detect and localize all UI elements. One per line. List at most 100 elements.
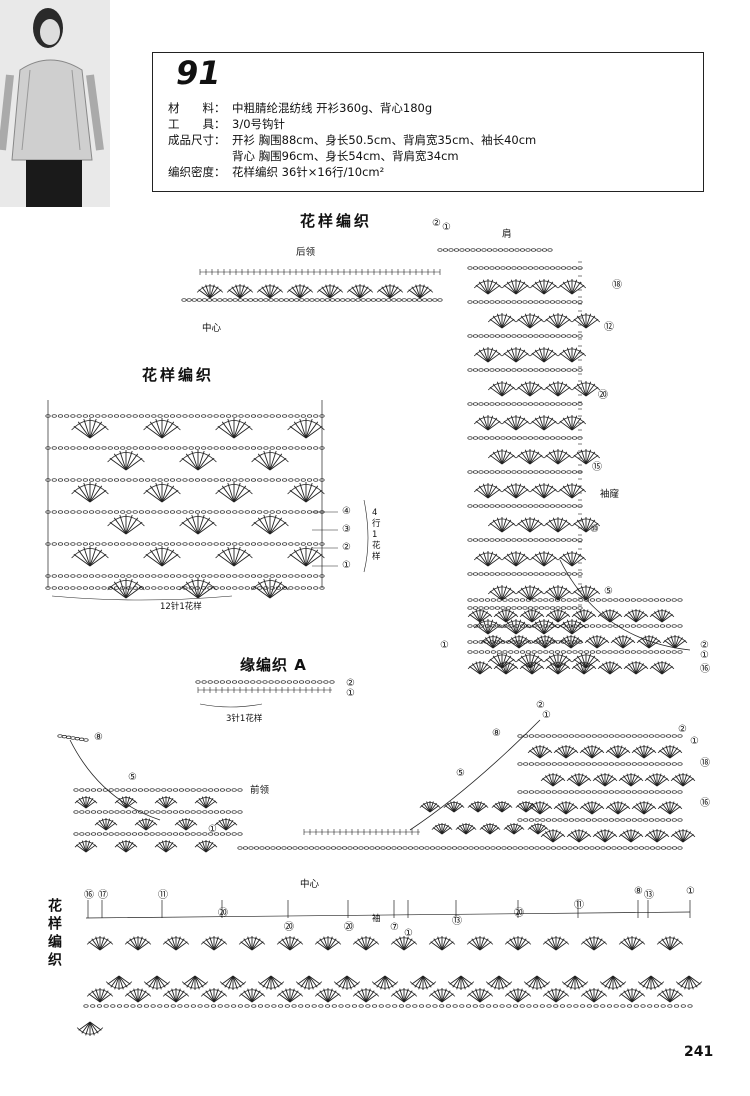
chain-stitch [120, 810, 126, 814]
shell-stitch [466, 936, 494, 951]
shell-stitch [523, 975, 551, 990]
chain-stitch [549, 504, 556, 508]
chain-stitch [578, 598, 584, 602]
front-center-label: 中心 [300, 879, 320, 890]
shell-stitch [162, 988, 190, 1003]
shell-stitch [466, 988, 494, 1003]
chain-stitch [484, 598, 491, 602]
chain-stitch [677, 650, 683, 654]
chain-stitch [666, 734, 672, 738]
chain-stitch [176, 510, 182, 514]
chain-stitch [237, 846, 243, 850]
chain-stitch [274, 680, 280, 684]
chain-stitch [511, 436, 517, 440]
chain-stitch [549, 266, 556, 270]
chain-stitch [472, 538, 479, 542]
chain-stitch [660, 818, 666, 822]
chain-stitch [145, 542, 151, 546]
chain-stitch [338, 1004, 344, 1008]
shell-stitch [543, 517, 573, 533]
chain-stitch [219, 510, 225, 514]
chain-stitch [64, 478, 70, 482]
chain-stitch [538, 606, 545, 610]
chain-stitch [282, 510, 288, 514]
chain-stitch [667, 1004, 673, 1008]
chain-stitch [169, 414, 176, 418]
shell-stitch [428, 936, 456, 951]
chain-stitch [626, 734, 632, 738]
row-marker: ⑮ [592, 462, 602, 473]
chain-stitch [237, 832, 243, 836]
shell-stitch [181, 975, 209, 990]
chain-stitch [440, 846, 447, 850]
chain-stitch [505, 334, 512, 338]
shell-stitch [86, 936, 114, 951]
chain-stitch [622, 846, 628, 850]
chain-stitch [600, 1004, 606, 1008]
chain-stitch [544, 368, 550, 372]
chain-stitch [511, 300, 517, 304]
chain-stitch [217, 298, 223, 302]
chain-stitch [489, 606, 495, 610]
chain-stitch [472, 606, 479, 610]
chain-stitch [489, 300, 495, 304]
chain-stitch [538, 334, 545, 338]
chain-stitch [182, 478, 188, 482]
chain-stitch [155, 788, 161, 792]
chain-stitch [314, 298, 320, 302]
chain-stitch [225, 680, 232, 684]
chain-stitch [546, 1004, 552, 1008]
chain-stitch [238, 680, 244, 684]
shell-stitch [649, 609, 675, 623]
chain-stitch [275, 446, 281, 450]
chain-stitch [169, 510, 176, 514]
chain-stitch [184, 1004, 190, 1008]
chain-stitch [467, 598, 473, 602]
chain-stitch [453, 248, 460, 252]
chain-stitch [505, 606, 512, 610]
chain-stitch [163, 542, 169, 546]
shell-stitch [557, 347, 587, 363]
chain-stitch [478, 334, 484, 338]
chain-stitch [571, 572, 578, 576]
shell-stitch [592, 829, 618, 843]
chain-stitch [238, 510, 244, 514]
chain-stitch [161, 810, 167, 814]
chain-stitch [514, 650, 520, 654]
chain-stitch [527, 436, 534, 440]
chain-stitch [479, 598, 485, 602]
front-neck-label: 前领 [250, 785, 270, 796]
chain-stitch [161, 832, 167, 836]
shell-stitch [251, 578, 289, 599]
chain-stitch [219, 788, 225, 792]
chain-stitch [91, 788, 97, 792]
shell-stitch [200, 936, 228, 951]
chain-stitch [201, 298, 208, 302]
chain-stitch [677, 846, 683, 850]
chain-stitch [89, 510, 95, 514]
shell-stitch [623, 661, 649, 675]
chain-stitch [176, 446, 182, 450]
chain-stitch [113, 446, 120, 450]
shell-stitch [71, 546, 109, 567]
chain-stitch [660, 1004, 666, 1008]
chain-stitch [406, 298, 412, 302]
chain-stitch [163, 414, 169, 418]
chain-stitch [445, 1004, 451, 1008]
chain-stitch [138, 414, 144, 418]
chain-stitch [483, 436, 490, 440]
chain-stitch [257, 574, 263, 578]
chain-stitch [666, 790, 672, 794]
shell-stitch [314, 988, 342, 1003]
chain-stitch [522, 470, 528, 474]
chain-stitch [473, 846, 480, 850]
shell-stitch [473, 279, 503, 295]
chain-stitch [95, 510, 101, 514]
shell-stitch [251, 450, 289, 471]
chain-stitch [237, 810, 243, 814]
chain-stitch [603, 790, 609, 794]
chain-stitch [540, 762, 546, 766]
chain-stitch [666, 762, 672, 766]
chain-stitch [505, 368, 512, 372]
chain-stitch [70, 510, 76, 514]
